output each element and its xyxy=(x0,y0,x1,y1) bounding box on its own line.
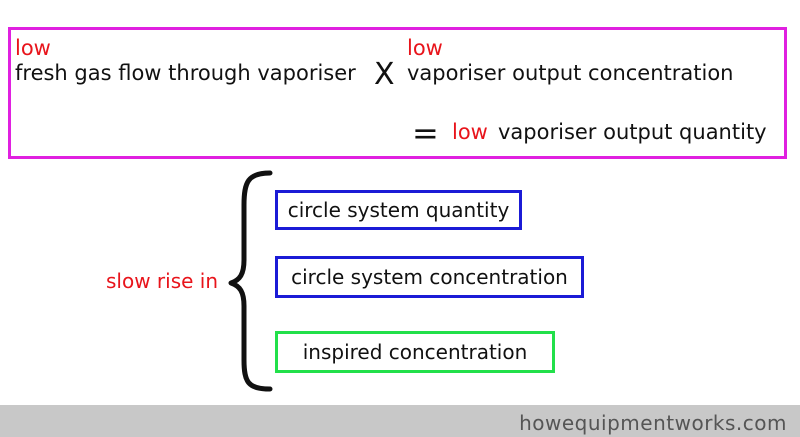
low-label-flow: low xyxy=(15,36,51,60)
equals-symbol: = xyxy=(412,114,439,152)
circle-system-concentration-label: circle system concentration xyxy=(291,265,568,289)
inspired-concentration-label: inspired concentration xyxy=(302,340,528,364)
website-label: howequipmentworks.com xyxy=(519,411,787,435)
low-label-concentration: low xyxy=(407,36,443,60)
fresh-gas-flow-term: fresh gas flow through vaporiser xyxy=(15,61,356,85)
circle-system-concentration-box: circle system concentration xyxy=(275,256,584,298)
formula-box xyxy=(8,27,787,159)
vaporiser-output-quantity: vaporiser output quantity xyxy=(498,120,767,144)
footer-bar: howequipmentworks.com xyxy=(0,405,800,437)
inspired-concentration-box: inspired concentration xyxy=(275,331,555,373)
circle-system-quantity-label: circle system quantity xyxy=(287,198,510,222)
low-label-result: low xyxy=(452,120,488,144)
slow-rise-label: slow rise in xyxy=(106,269,219,293)
vaporiser-concentration-term: vaporiser output concentration xyxy=(407,61,734,85)
curly-brace-icon xyxy=(228,170,273,392)
multiply-symbol: X xyxy=(374,57,395,92)
circle-system-quantity-box: circle system quantity xyxy=(275,190,522,230)
